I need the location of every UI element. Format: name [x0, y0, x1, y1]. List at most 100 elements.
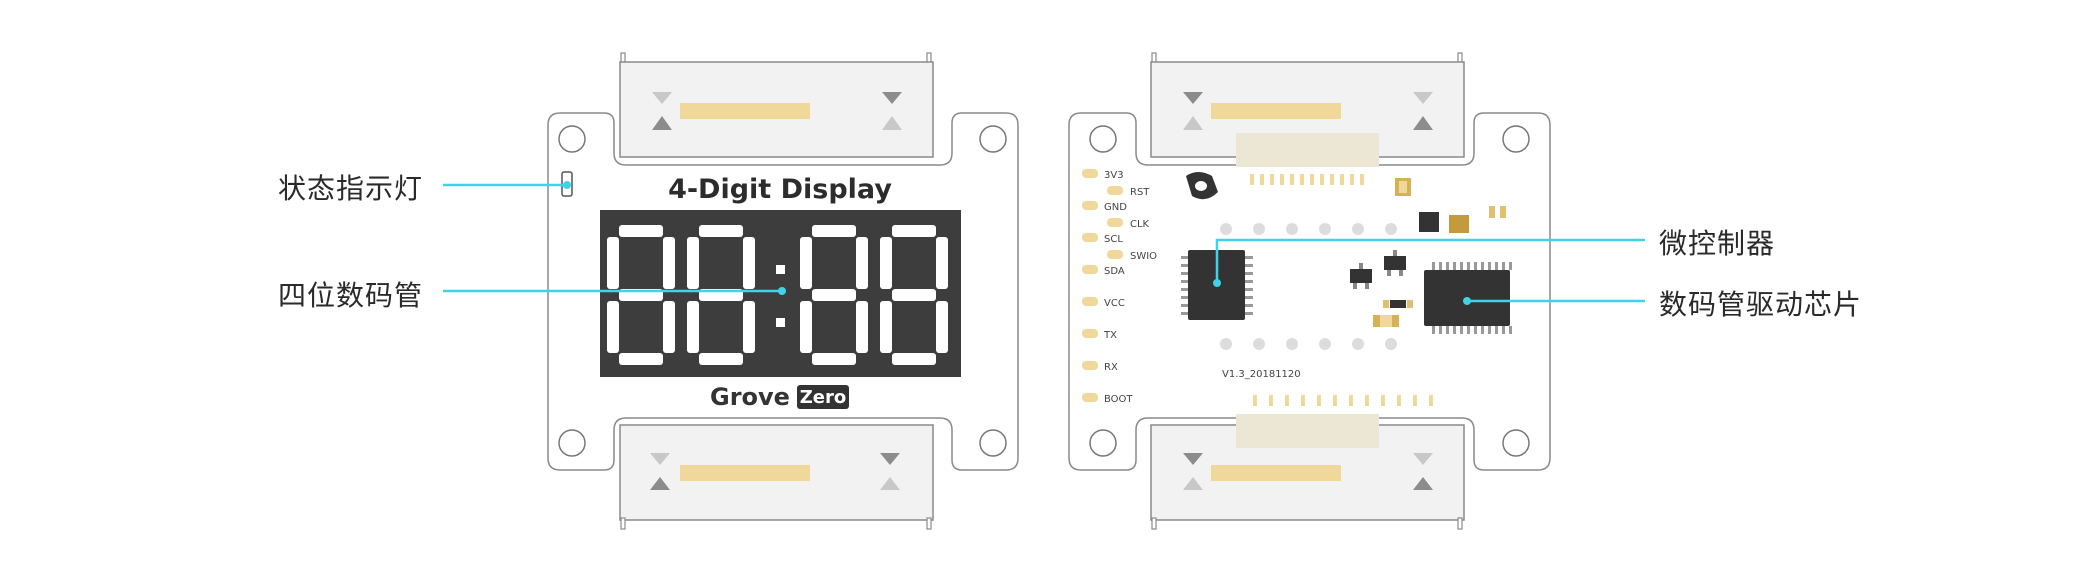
mounting-hole — [558, 429, 586, 457]
connector-pin — [1381, 395, 1385, 406]
chip-lead — [1453, 326, 1456, 334]
connector-housing — [1236, 414, 1379, 448]
connector-marker — [650, 453, 670, 465]
connector-pin — [706, 103, 719, 119]
connector-pin — [706, 465, 719, 481]
connector-pin — [784, 465, 797, 481]
connector-pin — [1330, 174, 1334, 185]
connector-pin — [680, 103, 693, 119]
connector-pin — [1269, 395, 1273, 406]
connector-marker — [1413, 477, 1433, 490]
test-pad — [1253, 338, 1265, 350]
smd-capacitor — [1395, 178, 1411, 196]
connector-pin — [1301, 395, 1305, 406]
connector-pin — [1320, 174, 1324, 185]
pin-label: TX — [1103, 330, 1117, 341]
connector-pin — [1270, 174, 1274, 185]
display-segment — [812, 289, 856, 301]
display-segment — [880, 301, 892, 353]
smd-resistor — [1489, 206, 1506, 218]
connector-pin — [1340, 174, 1344, 185]
connector-pin — [1360, 174, 1364, 185]
mounting-hole — [1089, 125, 1117, 153]
chip-lead — [1502, 262, 1505, 270]
chip-lead — [1181, 296, 1189, 299]
connector-pin — [797, 465, 810, 481]
chip-lead — [1467, 326, 1470, 334]
callout-dot — [1463, 297, 1471, 305]
chip-lead — [1245, 288, 1253, 291]
pin-pad — [1082, 265, 1098, 274]
display-digits — [607, 225, 948, 365]
chip-lead — [1245, 256, 1253, 259]
pin-label: RST — [1130, 187, 1150, 198]
connector-pin — [1300, 174, 1304, 185]
display-segment — [812, 353, 856, 365]
callout-line-microcontroller — [1215, 238, 1645, 283]
connector-pin — [784, 103, 797, 119]
pin-label: SCL — [1104, 234, 1123, 245]
connector-pin — [745, 465, 758, 481]
test-pad — [1352, 223, 1364, 235]
grove-zero-logo: Grove Zero — [710, 383, 849, 411]
chip-lead — [1488, 326, 1491, 334]
chip-lead — [1481, 262, 1484, 270]
connector-pin-row — [1211, 465, 1341, 481]
display-segment — [687, 237, 699, 289]
test-pad — [1220, 223, 1232, 235]
connector-solder-row — [1250, 174, 1364, 185]
chip-lead — [1432, 262, 1435, 270]
pin-pad — [1082, 233, 1098, 242]
display-segment — [800, 301, 812, 353]
callout-dot — [563, 181, 571, 189]
mounting-hole — [1502, 429, 1530, 457]
callout-status-led: 状态指示灯 — [278, 172, 424, 205]
callout-lines — [443, 181, 1645, 305]
display-segment — [800, 237, 812, 289]
chip-lead — [1446, 262, 1449, 270]
connector-pin — [680, 465, 693, 481]
connector-marker — [880, 453, 900, 465]
display-segment — [812, 225, 856, 237]
front-bottom-connector — [619, 424, 934, 530]
chip-lead — [1181, 304, 1189, 307]
chip-lead — [1439, 326, 1442, 334]
pin-label: SWIO — [1130, 251, 1157, 262]
mounting-hole — [1502, 125, 1530, 153]
colon-dot — [776, 265, 785, 274]
back-bottom-connector — [1150, 395, 1465, 530]
pin-pad — [1082, 329, 1098, 338]
connector-pin — [719, 103, 732, 119]
chip-lead — [1481, 326, 1484, 334]
chip-lead — [1181, 312, 1189, 315]
display-segment — [936, 237, 948, 289]
connector-marker — [1183, 92, 1203, 104]
front-board: 4-Digit Display Grove Zero — [547, 52, 1019, 530]
display-segment — [743, 301, 755, 353]
pin-pad — [1082, 393, 1098, 402]
display-segment — [663, 237, 675, 289]
chip-lead — [1460, 326, 1463, 334]
connector-pin — [1302, 465, 1315, 481]
pin-label: GND — [1104, 202, 1127, 213]
pin-pad — [1107, 218, 1123, 227]
pin-label: BOOT — [1104, 394, 1133, 405]
smd-capacitor — [1373, 315, 1399, 327]
connector-pin — [745, 103, 758, 119]
callout-dot — [1213, 279, 1221, 287]
pin-pad — [1082, 201, 1098, 210]
test-pad — [1286, 223, 1298, 235]
connector-pin — [1310, 174, 1314, 185]
test-pad — [1385, 338, 1397, 350]
connector-pin — [693, 103, 706, 119]
leaf-logo-icon — [1186, 172, 1218, 200]
chip-lead — [1446, 326, 1449, 334]
transistor — [1350, 263, 1372, 289]
connector-pin — [1315, 465, 1328, 481]
connector-pin — [1211, 103, 1224, 119]
chip-lead — [1502, 326, 1505, 334]
back-top-connector — [1150, 52, 1465, 185]
connector-pin — [1328, 465, 1341, 481]
